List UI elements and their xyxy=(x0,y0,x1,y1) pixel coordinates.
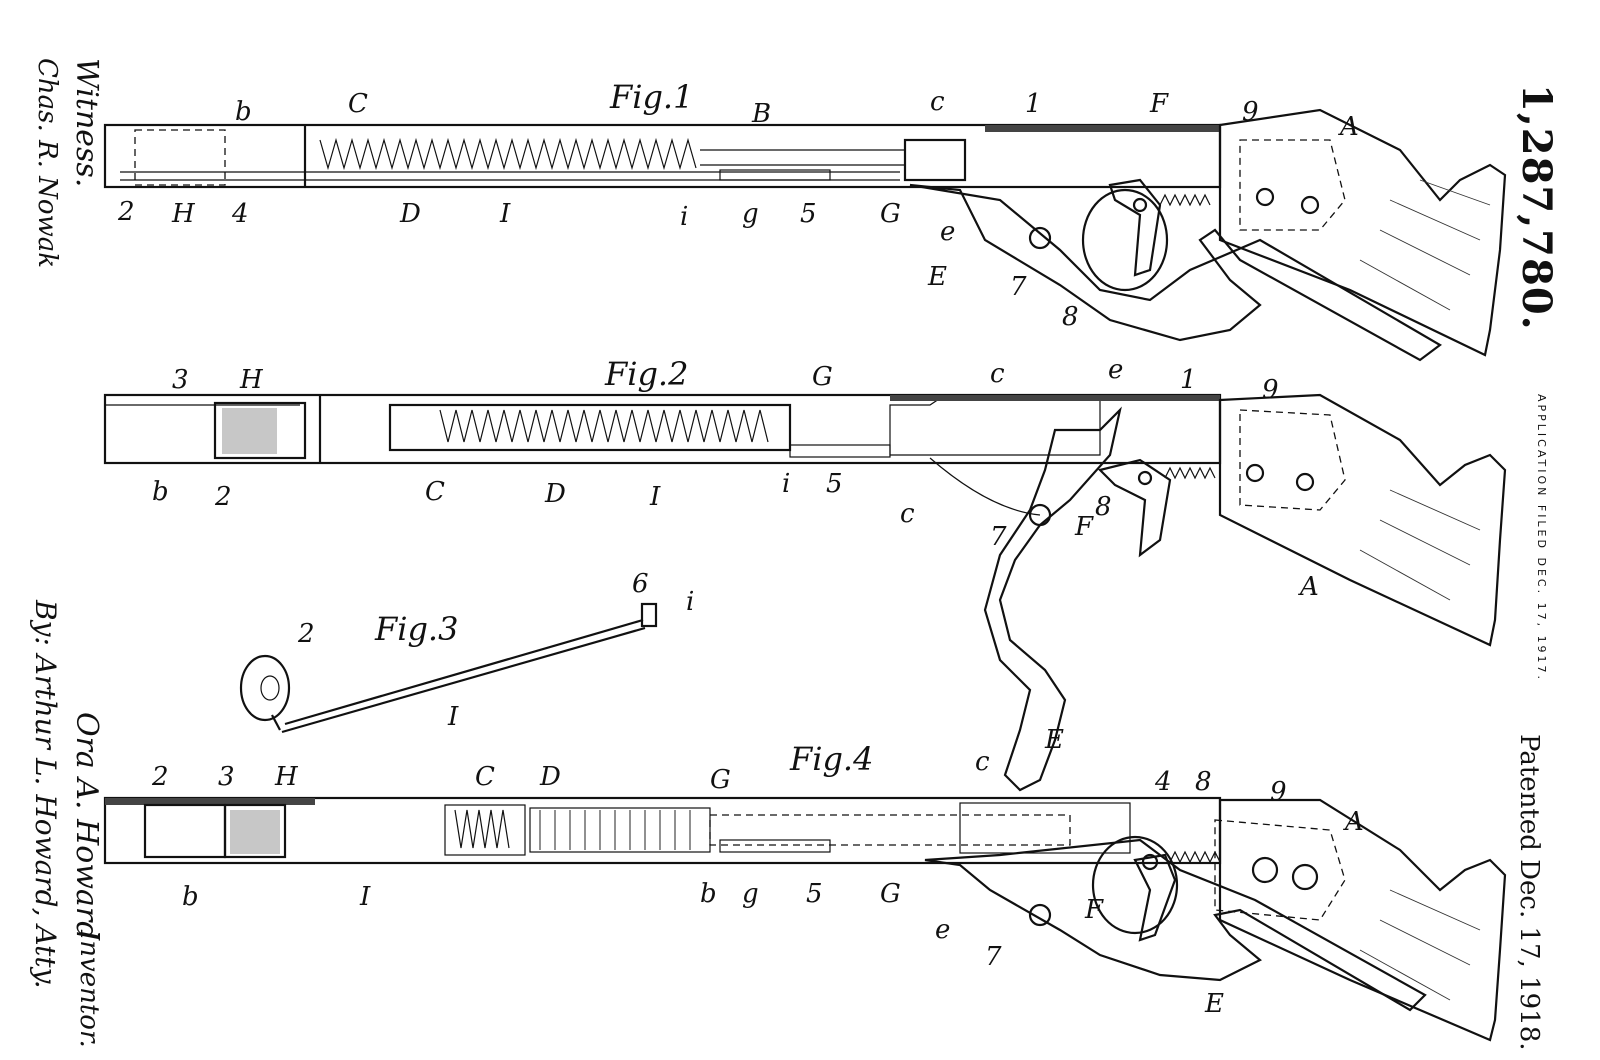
fig4-label-C: C xyxy=(475,762,495,792)
fig4-label-E: E xyxy=(1204,989,1224,1019)
fig1-labels: C b B c 1 F 9 A 2 H 4 D I i g 5 G e E 7 … xyxy=(117,87,1359,332)
figure-4: Fig.4 xyxy=(103,740,1507,1042)
fig4-label-b: b xyxy=(182,882,199,912)
fig1-label-i: i xyxy=(680,202,688,232)
fig3-rod xyxy=(239,602,658,734)
fig3-label-I: I xyxy=(447,702,459,732)
fig3-label-2: 2 xyxy=(297,619,315,649)
fig2-spring xyxy=(439,409,769,443)
fig1-label-C: C xyxy=(348,89,368,119)
fig1-label-9: 9 xyxy=(1242,97,1259,127)
fig4-label-8: 8 xyxy=(1195,767,1212,797)
fig2-lever xyxy=(929,406,1216,792)
fig4-title: Fig.4 xyxy=(789,740,873,778)
fig1-label-1: 1 xyxy=(1025,89,1042,119)
fig1-label-5: 5 xyxy=(800,199,817,229)
fig2-label-G: G xyxy=(812,362,833,392)
witness-heading: Witness. xyxy=(69,58,104,188)
fig4-label-F: F xyxy=(1084,895,1104,925)
inventor-signature: Ora A. Howard xyxy=(69,712,104,941)
fig1-label-c: c xyxy=(930,87,945,117)
fig4-label-7: 7 xyxy=(985,942,1002,972)
fig2-label-8: 8 xyxy=(1095,492,1112,522)
fig1-label-D: D xyxy=(399,199,421,229)
fig1-label-I: I xyxy=(499,199,511,229)
application-filed-date: APPLICATION FILED DEC. 17, 1917. xyxy=(1535,394,1548,683)
fig2-label-1: 1 xyxy=(1180,365,1197,395)
fig2-stock xyxy=(1218,393,1507,647)
fig4-label-A: A xyxy=(1343,807,1364,837)
fig1-label-8: 8 xyxy=(1062,302,1079,332)
figure-2: Fig.2 3 xyxy=(103,355,1507,792)
fig2-label-3: 3 xyxy=(172,365,189,395)
fig4-label-3: 3 xyxy=(218,762,235,792)
witness-signature: Chas. R. Nowak xyxy=(32,58,62,269)
fig2-label-F: F xyxy=(1074,512,1094,542)
fig1-title: Fig.1 xyxy=(609,78,693,116)
fig1-label-H: H xyxy=(171,199,196,229)
fig4-label-I: I xyxy=(359,882,371,912)
fig2-label-C: C xyxy=(425,477,445,507)
figure-1: Fig.1 xyxy=(103,78,1507,362)
fig2-label-i: i xyxy=(782,469,790,499)
fig2-label-c2: c xyxy=(900,499,915,529)
fig1-label-2: 2 xyxy=(117,197,135,227)
fig4-label-g: g xyxy=(742,879,759,909)
fig2-label-2: 2 xyxy=(214,482,232,512)
fig1-stock xyxy=(1218,108,1507,357)
fig4-label-c: c xyxy=(975,747,990,777)
fig2-label-D: D xyxy=(544,479,566,509)
fig1-label-e: e xyxy=(940,217,955,247)
fig2-label-E: E xyxy=(1044,725,1064,755)
fig1-label-G: G xyxy=(880,199,901,229)
fig4-label-5: 5 xyxy=(806,879,823,909)
fig1-label-7: 7 xyxy=(1010,272,1027,302)
figure-3: Fig.3 2 6 i I xyxy=(239,569,694,734)
fig2-title: Fig.2 xyxy=(604,355,688,393)
fig4-label-4: 4 xyxy=(1154,767,1172,797)
fig2-label-b: b xyxy=(152,477,169,507)
fig1-label-g: g xyxy=(742,199,759,229)
fig4-label-D: D xyxy=(539,762,561,792)
inventor-heading: Inventor. xyxy=(74,930,104,1048)
fig4-label-2: 2 xyxy=(151,762,169,792)
patented-date: Patented Dec. 17, 1918. xyxy=(1514,734,1544,1051)
fig2-label-H: H xyxy=(239,365,264,395)
fig2-label-I: I xyxy=(649,482,661,512)
fig4-label-G: G xyxy=(710,765,731,795)
fig2-label-7: 7 xyxy=(990,522,1007,552)
fig2-label-5: 5 xyxy=(826,469,843,499)
fig1-spring xyxy=(319,137,697,171)
attorney-signature: By: Arthur L. Howard, Atty. xyxy=(29,600,62,989)
fig3-labels: 2 6 i I xyxy=(297,569,694,732)
fig1-label-b: b xyxy=(235,97,252,127)
fig1-label-B: B xyxy=(751,99,771,129)
fig1-lever xyxy=(909,178,1442,362)
fig4-label-H: H xyxy=(274,762,299,792)
fig2-barrel xyxy=(103,393,1222,465)
fig2-label-e: e xyxy=(1108,355,1123,385)
fig2-label-c: c xyxy=(990,359,1005,389)
fig1-label-4: 4 xyxy=(231,199,249,229)
fig4-label-G2: G xyxy=(880,879,901,909)
fig1-label-E: E xyxy=(927,262,947,292)
fig4-lever xyxy=(924,835,1427,1012)
fig4-label-9: 9 xyxy=(1270,777,1287,807)
fig4-labels: 2 3 H C D G c 4 8 9 A b I b g 5 G e 7 F … xyxy=(151,747,1364,1019)
fig1-label-A: A xyxy=(1338,112,1359,142)
fig2-label-9: 9 xyxy=(1262,375,1279,405)
fig2-labels: 3 H G c e 1 9 b 2 C D I i 5 c 7 8 F A E xyxy=(152,355,1319,755)
fig4-label-e: e xyxy=(935,915,950,945)
fig4-label-b2: b xyxy=(700,879,717,909)
fig1-label-F: F xyxy=(1149,89,1169,119)
fig3-label-i: i xyxy=(686,587,694,617)
fig4-barrel xyxy=(103,796,1222,865)
fig2-label-A: A xyxy=(1298,572,1319,602)
fig3-label-6: 6 xyxy=(632,569,649,599)
patent-number: 1,287,780. xyxy=(1513,84,1560,331)
fig1-barrel xyxy=(103,123,1222,189)
fig4-stock xyxy=(1214,798,1507,1042)
fig3-title: Fig.3 xyxy=(374,610,458,648)
